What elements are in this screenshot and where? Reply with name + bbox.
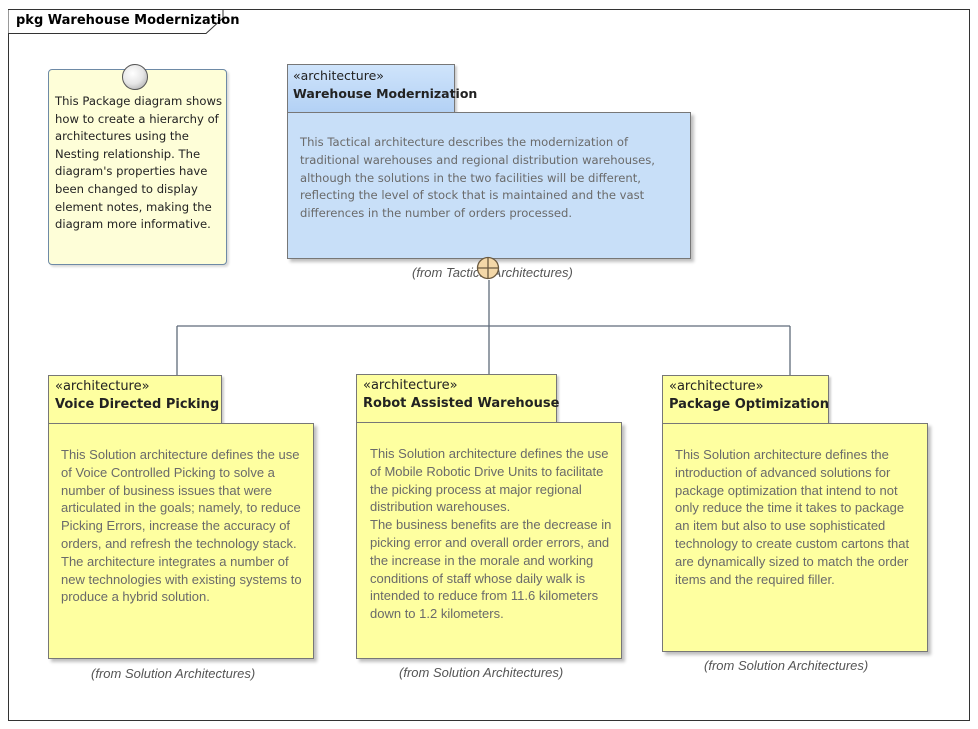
- note-link-circle-icon: [122, 64, 148, 90]
- robot-assisted-warehouse-tab[interactable]: [356, 374, 557, 423]
- parent-stereotype: «architecture»: [293, 68, 384, 83]
- package-optimization-package[interactable]: [662, 423, 928, 652]
- child3-stereotype: «architecture»: [669, 379, 764, 394]
- child1-notes: This Solution architecture defines the u…: [61, 447, 302, 605]
- robot-assisted-warehouse-package[interactable]: [356, 422, 622, 659]
- child1-name: Voice Directed Picking: [55, 397, 220, 412]
- frame-title: pkg Warehouse Modernization: [16, 13, 240, 28]
- child2-notes: This Solution architecture defines the u…: [370, 446, 612, 622]
- diagram-frame: [8, 9, 970, 721]
- parent-from-label: (from Tactical Architectures): [412, 265, 573, 280]
- child3-from-label: (from Solution Architectures): [704, 658, 869, 673]
- child2-name: Robot Assisted Warehouse: [363, 396, 560, 411]
- child1-from-label: (from Solution Architectures): [91, 666, 256, 681]
- parent-notes: This Tactical architecture describes the…: [300, 135, 655, 221]
- diagram-note[interactable]: This Package diagram shows how to create…: [48, 69, 227, 265]
- note-text: This Package diagram shows how to create…: [55, 94, 223, 232]
- voice-directed-picking-tab[interactable]: [48, 375, 222, 424]
- voice-directed-picking-package[interactable]: [48, 423, 314, 659]
- child2-stereotype: «architecture»: [363, 378, 458, 393]
- frame-tab-outline: [8, 9, 224, 34]
- child3-name: Package Optimization: [669, 397, 829, 412]
- child1-stereotype: «architecture»: [55, 379, 150, 394]
- parent-name: Warehouse Modernization: [293, 86, 478, 101]
- child3-notes: This Solution architecture defines the i…: [675, 447, 910, 587]
- child2-from-label: (from Solution Architectures): [399, 665, 564, 680]
- warehouse-modernization-package[interactable]: [287, 112, 691, 259]
